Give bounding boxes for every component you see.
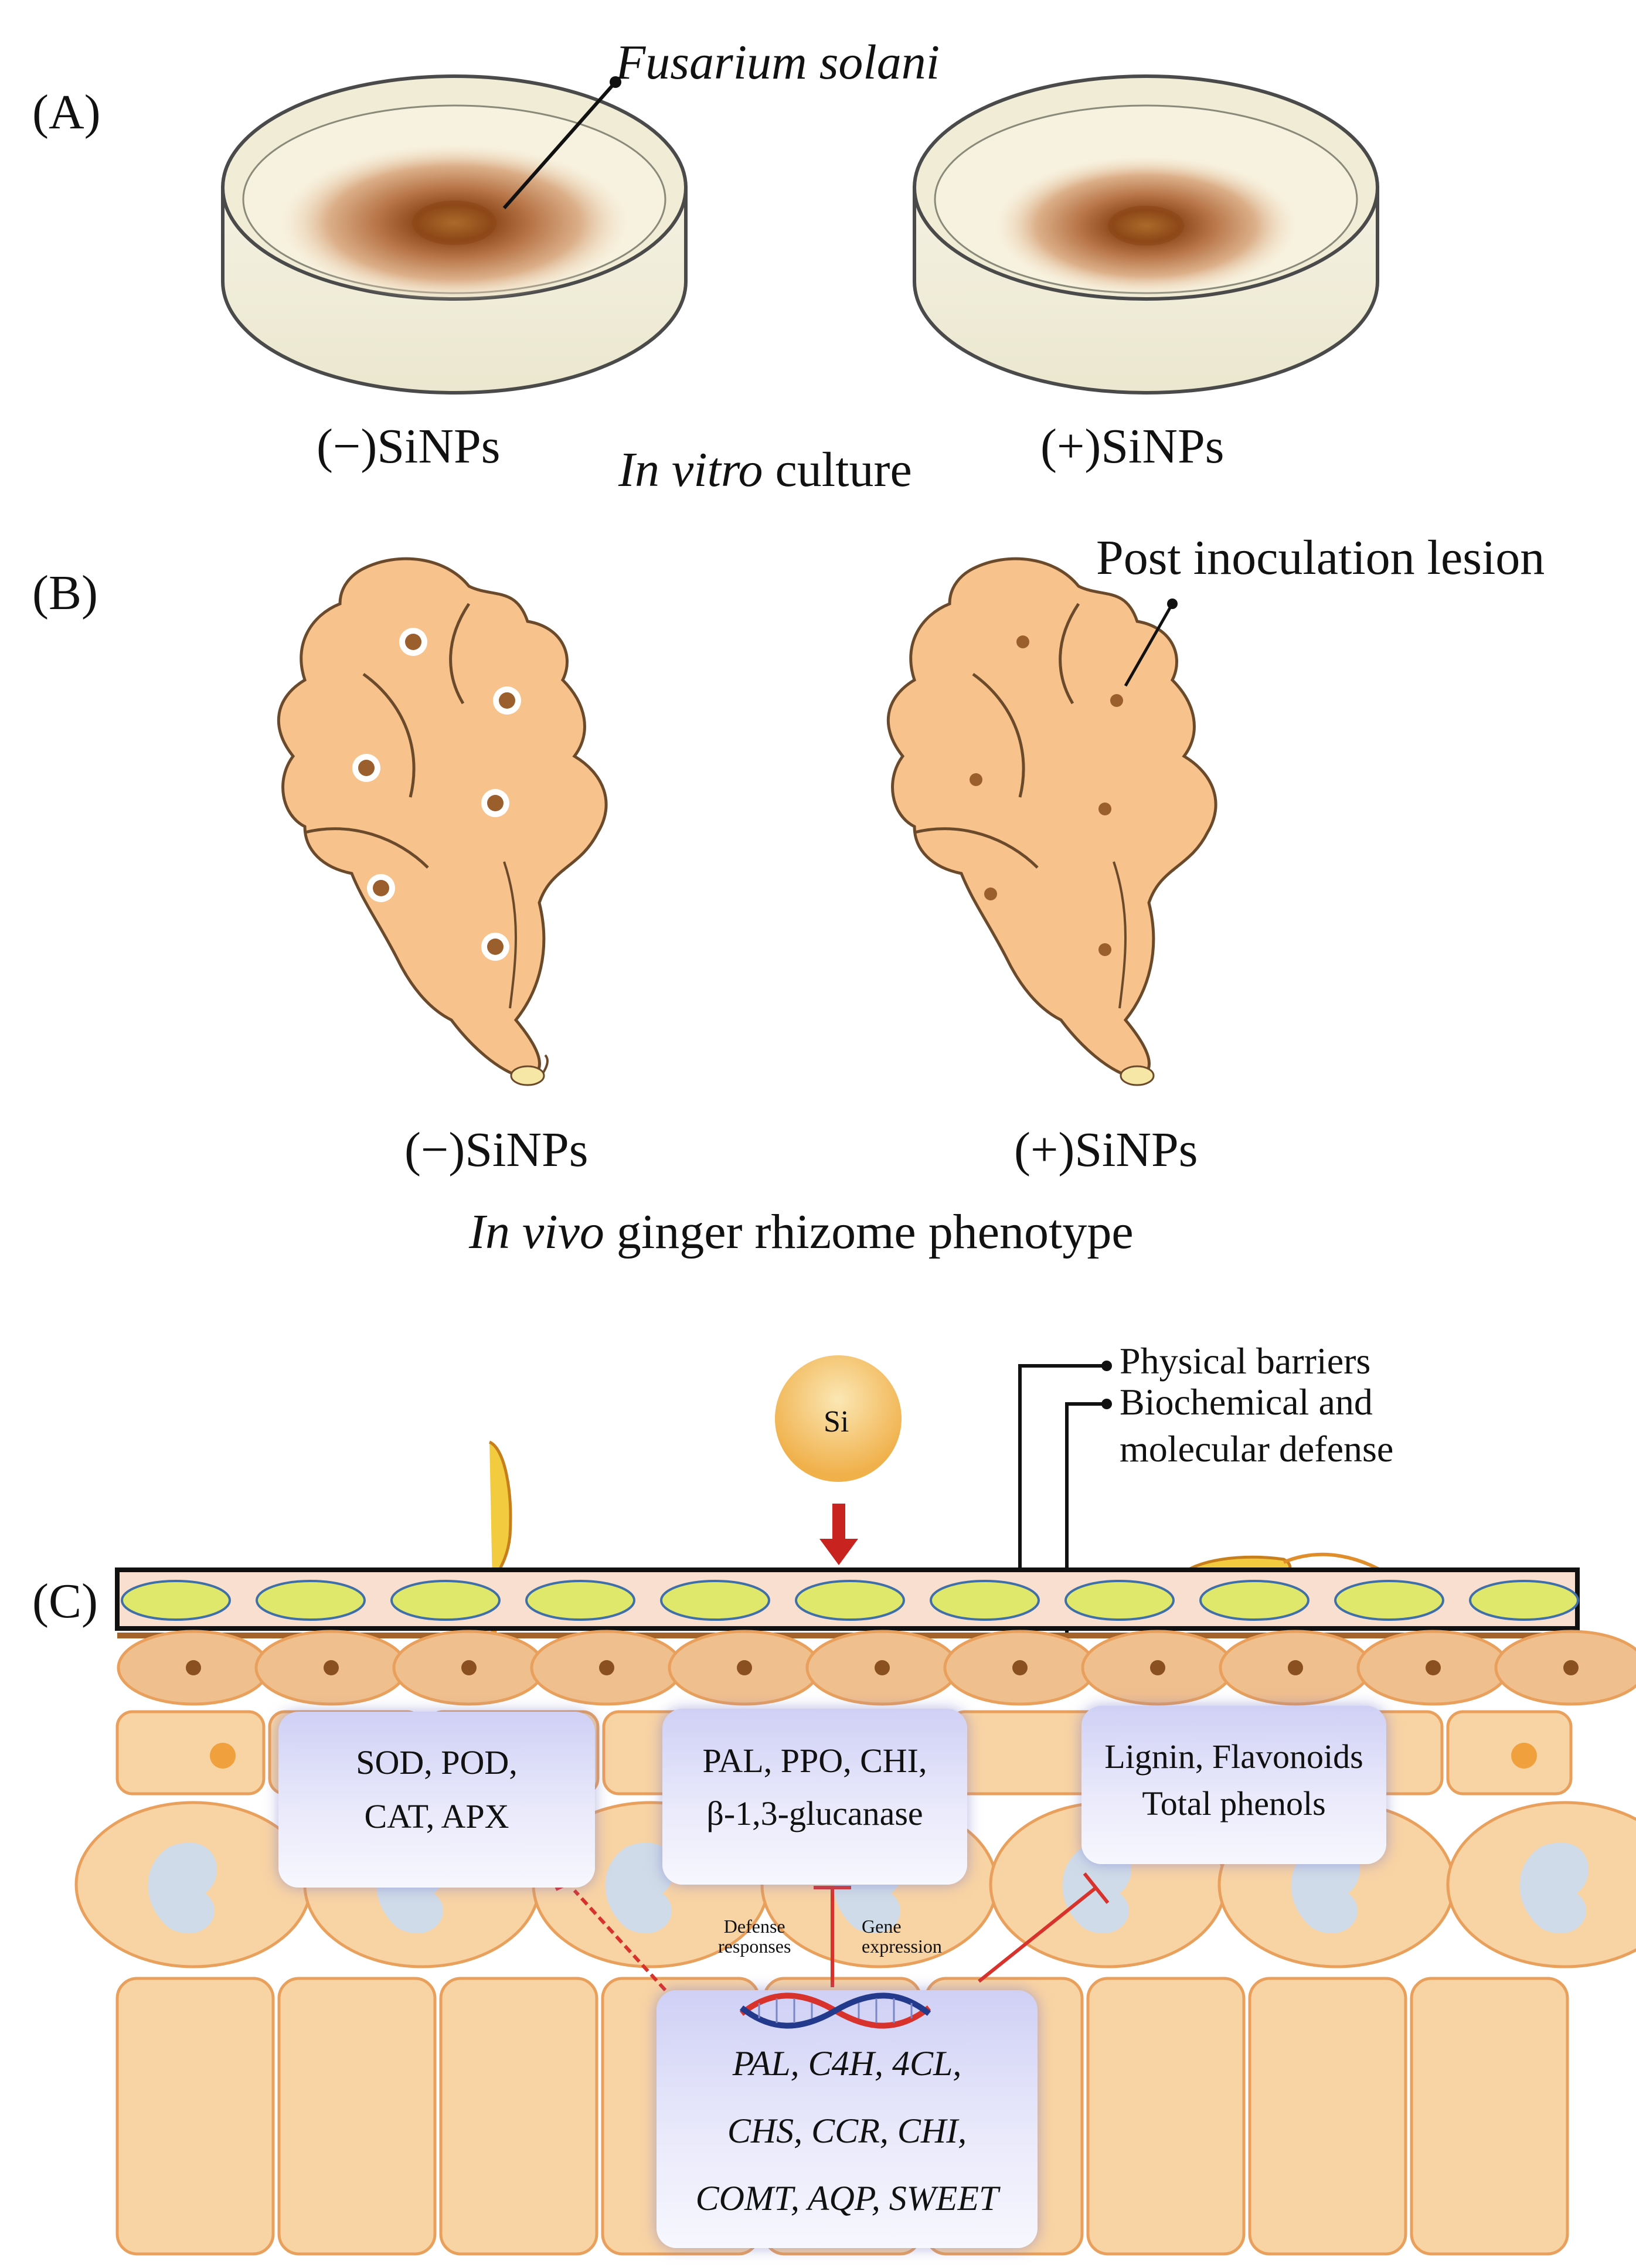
panel-a-letter: (A) (32, 85, 101, 140)
rhizome-minus (277, 557, 608, 1086)
si-label: Si (824, 1405, 849, 1439)
cell-dot (1511, 1743, 1537, 1769)
gene-line-3: COMT, AQP, SWEET (695, 2179, 999, 2218)
antioxidant-enzyme-box: SOD, POD, CAT, APX (278, 1712, 595, 1888)
lesion-pointer (1124, 603, 1174, 687)
defense-enzyme-line-1: PAL, PPO, CHI, (702, 1742, 927, 1780)
metabolite-line-1: Lignin, Flavonoids (1104, 1737, 1363, 1776)
metabolite-line-2: Total phenols (1142, 1784, 1326, 1822)
epidermis-oval (121, 1580, 231, 1621)
antioxidant-line-2: CAT, APX (364, 1797, 509, 1835)
lesion-dots-minus (352, 628, 521, 961)
petri-dish-plus (913, 74, 1379, 395)
lesion-label: Post inoculation lesion (1096, 531, 1545, 585)
epidermis-oval (390, 1580, 501, 1621)
defense-enzyme-line-2: β-1,3-glucanase (706, 1794, 923, 1832)
pathogen-pointer (502, 81, 617, 209)
cell-vacuole (1291, 1842, 1360, 1934)
cell-nucleus (461, 1660, 477, 1675)
lesion-dots-plus (970, 635, 1123, 956)
si-particle (775, 1355, 902, 1482)
cell-tall (439, 1977, 598, 2256)
defense-responses-label: Defense responses (718, 1916, 791, 1957)
panel-b-right-label: (+)SiNPs (1014, 1123, 1198, 1177)
si-arrow (819, 1504, 858, 1565)
pathogen-label: Fusarium solani (615, 35, 940, 90)
epidermis-oval (1064, 1580, 1175, 1621)
legend-brackets (1018, 1364, 1102, 1635)
cell-nucleus (599, 1660, 614, 1675)
cell-nucleus (324, 1660, 339, 1675)
cell-tall (1086, 1977, 1246, 2256)
cell-nucleus (1012, 1660, 1028, 1675)
defense-enzyme-box: PAL, PPO, CHI, β-1,3-glucanase (662, 1709, 967, 1885)
panel-a-left-label: (−)SiNPs (317, 419, 501, 474)
cell-tall (115, 1977, 275, 2256)
antioxidant-line-1: SOD, POD, (356, 1743, 518, 1781)
panel-c-letter: (C) (32, 1574, 98, 1628)
cell-tall (1248, 1977, 1407, 2256)
cell-dot (210, 1743, 236, 1769)
panel-a-caption: In vitro culture (618, 446, 912, 495)
gene-expr-line-2: expression (862, 1935, 942, 1957)
panel-b-caption-italic: In vivo (469, 1205, 604, 1259)
cell-nucleus (1426, 1660, 1441, 1675)
gene-expr-line-1: Gene (862, 1916, 902, 1937)
cell-nucleus (186, 1660, 201, 1675)
cell-vacuole (1519, 1842, 1589, 1934)
epidermis-oval (1334, 1580, 1444, 1621)
epidermis-oval (930, 1580, 1040, 1621)
panel-b-caption-rest: ginger rhizome phenotype (604, 1205, 1134, 1259)
cell-vacuole (148, 1842, 217, 1934)
cell-tall (1410, 1977, 1569, 2256)
cell-nucleus (1563, 1660, 1579, 1675)
cell-nucleus (737, 1660, 752, 1675)
epidermis-ovals (121, 1580, 1579, 1621)
gene-box: PAL, C4H, 4CL, CHS, CCR, CHI, COMT, AQP,… (657, 1990, 1038, 2248)
cell-nucleus (875, 1660, 890, 1675)
metabolite-box: Lignin, Flavonoids Total phenols (1081, 1706, 1386, 1864)
cortex-cells-row-1 (117, 1630, 1636, 1706)
dna-helix-icon (739, 1992, 931, 2029)
epidermis-oval (525, 1580, 635, 1621)
panel-a-caption-italic: In vitro (618, 443, 763, 497)
cell-rect (115, 1710, 266, 1796)
panel-b-letter: (B) (32, 566, 98, 620)
panel-b-left-label: (−)SiNPs (404, 1123, 589, 1177)
gene-line-1: PAL, C4H, 4CL, (732, 2044, 962, 2083)
epidermis-oval (795, 1580, 905, 1621)
cell-rect (1446, 1710, 1573, 1796)
cell-vacuole (605, 1842, 674, 1934)
rhizome-plus (886, 557, 1217, 1086)
gene-line-2: CHS, CCR, CHI, (727, 2111, 967, 2150)
panel-a-caption-rest: culture (763, 443, 912, 497)
epidermis-oval (1469, 1580, 1579, 1621)
panel-a-right-label: (+)SiNPs (1040, 419, 1225, 474)
cell-tall (277, 1977, 437, 2256)
cell-nucleus (1288, 1660, 1303, 1675)
gene-expression-label: Gene expression (862, 1916, 942, 1957)
defense-line-1: Defense (723, 1916, 785, 1937)
legend-physical-barriers: Physical barriers (1120, 1340, 1371, 1382)
defense-line-2: responses (718, 1935, 791, 1957)
epidermis-oval (256, 1580, 366, 1621)
epidermis-oval (660, 1580, 770, 1621)
cell-nucleus (1150, 1660, 1165, 1675)
petri-dish-minus (221, 74, 688, 395)
legend-biochemical-2: molecular defense (1120, 1428, 1394, 1470)
panel-b-caption: In vivo ginger rhizome phenotype (469, 1208, 1134, 1257)
epidermis-oval (1199, 1580, 1310, 1621)
legend-biochemical-1: Biochemical and (1120, 1381, 1373, 1423)
